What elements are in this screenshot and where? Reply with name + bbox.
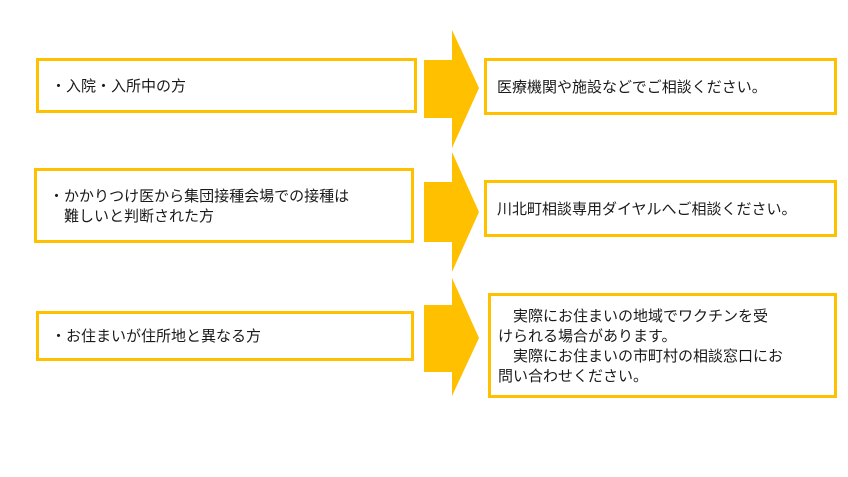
condition-box-inpatient: ・入院・入所中の方 [36, 58, 417, 113]
action-text-line1: 実際にお住まいの地域でワクチンを受 [498, 306, 769, 325]
arrow-right-icon [424, 30, 479, 148]
action-text-line4: 問い合わせください。 [498, 366, 649, 385]
condition-text-line1: ・かかりつけ医から集団接種会場での接種は [49, 186, 350, 205]
arrow-right-icon [424, 152, 479, 272]
action-box-residence-municipality: 実際にお住まいの地域でワクチンを受 けられる場合があります。 実際にお住まいの市… [488, 293, 837, 398]
condition-box-different-address: ・お住まいが住所地と異なる方 [36, 311, 414, 361]
condition-text: ・入院・入所中の方 [51, 76, 187, 95]
action-box-consultation-dial: 川北町相談専用ダイヤルへご相談ください。 [484, 180, 837, 237]
action-text: 川北町相談専用ダイヤルへご相談ください。 [497, 199, 797, 218]
arrow-right-icon [424, 278, 479, 396]
action-box-medical-institution: 医療機関や施設などでご相談ください。 [484, 58, 837, 115]
condition-box-family-doctor: ・かかりつけ医から集団接種会場での接種は 難しいと判断された方 [34, 168, 414, 243]
action-text-line2: けられる場合があります。 [498, 326, 677, 345]
action-text-line3: 実際にお住まいの市町村の相談窓口にお [498, 346, 784, 365]
condition-text: ・お住まいが住所地と異なる方 [51, 327, 262, 345]
action-text: 医療機関や施設などでご相談ください。 [497, 77, 767, 96]
condition-text-line2: 難しいと判断された方 [49, 206, 215, 225]
